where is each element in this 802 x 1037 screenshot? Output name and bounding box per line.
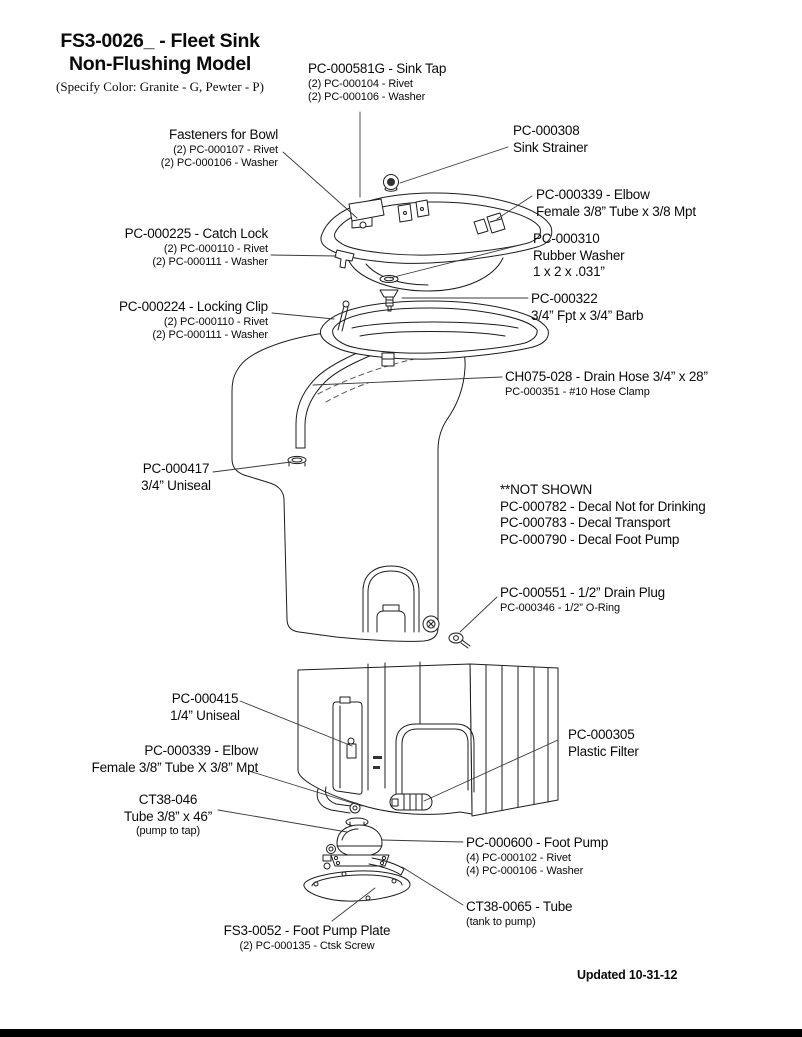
body-rim-drawing bbox=[320, 301, 548, 366]
label-sink-strainer: PC-000308 Sink Strainer bbox=[513, 123, 588, 156]
pedestal-body-drawing bbox=[232, 331, 470, 648]
label-plastic-filter: PC-000305 Plastic Filter bbox=[568, 727, 639, 760]
part-sub: (2) PC-000111 - Washer bbox=[152, 256, 268, 268]
part-name: PC-000415 bbox=[171, 691, 239, 706]
part-sub: PC-000346 - 1/2” O-Ring bbox=[500, 601, 620, 614]
part-name: PC-000551 - 1/2” Drain Plug bbox=[500, 585, 665, 600]
part-name: PC-000417 bbox=[142, 461, 210, 476]
title-line-2: Non-Flushing Model bbox=[69, 53, 251, 75]
part-name: CT38-046 bbox=[138, 792, 198, 807]
part-name: PC-000224 - Locking Clip bbox=[118, 299, 268, 314]
part-desc: Female 3/8” Tube x 3/8 Mpt bbox=[536, 203, 696, 219]
label-foot-pump-plate: FS3-0052 - Foot Pump Plate (2) PC-000135… bbox=[207, 923, 407, 953]
label-barb-adapter: PC-000322 3/4” Fpt x 3/4” Barb bbox=[531, 291, 644, 324]
label-tube-pump-to-tap: CT38-046 Tube 3/8” x 46” (pump to tap) bbox=[98, 792, 238, 839]
part-sub: (2) PC-000111 - Washer bbox=[152, 329, 268, 341]
part-name: PC-000305 bbox=[568, 727, 635, 742]
not-shown-item: PC-000783 - Decal Transport bbox=[500, 515, 671, 530]
part-name: PC-000339 - Elbow bbox=[144, 743, 258, 758]
label-uniseal-3-4: PC-000417 3/4” Uniseal bbox=[126, 461, 226, 494]
part-name: PC-000308 bbox=[513, 123, 580, 138]
label-locking-clip: PC-000224 - Locking Clip (2) PC-000110 -… bbox=[100, 299, 268, 343]
part-sub: (2) PC-000110 - Rivet bbox=[163, 315, 268, 328]
part-name: FS3-0052 - Foot Pump Plate bbox=[223, 923, 391, 938]
part-name: CH075-028 - Drain Hose 3/4” x 28” bbox=[505, 369, 708, 384]
not-shown-heading: **NOT SHOWN bbox=[500, 482, 593, 497]
label-sink-tap: PC-000581G - Sink Tap (2) PC-000104 - Ri… bbox=[308, 61, 446, 105]
label-tube-tank-to-pump: CT38-0065 - Tube (tank to pump) bbox=[466, 899, 573, 929]
label-elbow-top: PC-000339 - Elbow Female 3/8” Tube x 3/8… bbox=[536, 187, 696, 220]
label-rubber-washer: PC-000310 Rubber Washer 1 x 2 x .031” bbox=[533, 231, 625, 281]
part-desc: Rubber Washer bbox=[533, 247, 625, 263]
part-sub: (2) PC-000110 - Rivet bbox=[163, 242, 268, 255]
label-drain-hose: CH075-028 - Drain Hose 3/4” x 28” PC-000… bbox=[505, 369, 708, 399]
part-desc: 1/4” Uniseal bbox=[170, 707, 240, 723]
part-name: PC-000225 - Catch Lock bbox=[124, 226, 269, 241]
part-desc: Plastic Filter bbox=[568, 743, 639, 759]
part-sub: (4) PC-000106 - Washer bbox=[466, 865, 584, 877]
not-shown-item: PC-000782 - Decal Not for Drinking bbox=[500, 498, 706, 514]
part-desc: 3/4” Uniseal bbox=[141, 477, 211, 493]
part-desc: 3/4” Fpt x 3/4” Barb bbox=[531, 307, 644, 323]
part-sub: (4) PC-000102 - Rivet bbox=[466, 851, 571, 864]
part-sub: (2) PC-000107 - Rivet bbox=[173, 143, 278, 156]
part-name: PC-000581G - Sink Tap bbox=[308, 61, 447, 76]
part-name: Fasteners for Bowl bbox=[169, 127, 278, 142]
part-desc: Female 3/8” Tube X 3/8” Mpt bbox=[91, 759, 259, 775]
part-name: PC-000310 bbox=[533, 231, 600, 246]
part-name: PC-000339 - Elbow bbox=[536, 187, 650, 202]
part-sub: (2) PC-000104 - Rivet bbox=[308, 77, 413, 90]
label-catch-lock: PC-000225 - Catch Lock (2) PC-000110 - R… bbox=[100, 226, 269, 270]
part-name: CT38-0065 - Tube bbox=[466, 899, 573, 914]
updated-date: Updated 10-31-12 bbox=[577, 968, 678, 982]
page-title: FS3-0026_ - Fleet Sink Non-Flushing Mode… bbox=[38, 30, 282, 95]
part-desc: Sink Strainer bbox=[513, 139, 588, 155]
part-sub: PC-000351 - #10 Hose Clamp bbox=[505, 385, 650, 398]
title-color-note: (Specify Color: Granite - G, Pewter - P) bbox=[56, 79, 264, 94]
part-sub: (tank to pump) bbox=[466, 915, 536, 928]
tank-drawing bbox=[298, 662, 558, 816]
label-not-shown: **NOT SHOWN PC-000782 - Decal Not for Dr… bbox=[500, 482, 706, 548]
part-sub: (2) PC-000106 - Washer bbox=[308, 91, 426, 103]
sink-bowl-drawing bbox=[321, 175, 552, 312]
label-elbow-bottom: PC-000339 - Elbow Female 3/8” Tube X 3/8… bbox=[80, 743, 259, 776]
label-fasteners-bowl: Fasteners for Bowl (2) PC-000107 - Rivet… bbox=[120, 127, 278, 171]
part-name: PC-000600 - Foot Pump bbox=[466, 835, 609, 850]
part-sub: (2) PC-000135 - Ctsk Screw bbox=[239, 939, 375, 952]
bottom-border-bar bbox=[0, 1029, 802, 1037]
title-line-1: FS3-0026_ - Fleet Sink bbox=[60, 30, 260, 52]
part-name: PC-000322 bbox=[531, 291, 598, 306]
part-sub: (pump to tap) bbox=[135, 825, 201, 837]
label-drain-plug: PC-000551 - 1/2” Drain Plug PC-000346 - … bbox=[500, 585, 665, 615]
part-sub: (2) PC-000106 - Washer bbox=[160, 157, 278, 169]
leader-lines bbox=[213, 112, 558, 921]
foot-pump-plate-drawing bbox=[304, 871, 410, 901]
foot-pump-drawing bbox=[323, 818, 404, 875]
label-uniseal-1-4: PC-000415 1/4” Uniseal bbox=[155, 691, 255, 724]
label-foot-pump: PC-000600 - Foot Pump (4) PC-000102 - Ri… bbox=[466, 835, 608, 879]
not-shown-item: PC-000790 - Decal Foot Pump bbox=[500, 531, 680, 547]
part-dims: 1 x 2 x .031” bbox=[533, 264, 605, 279]
part-desc: Tube 3/8” x 46” bbox=[123, 808, 213, 824]
